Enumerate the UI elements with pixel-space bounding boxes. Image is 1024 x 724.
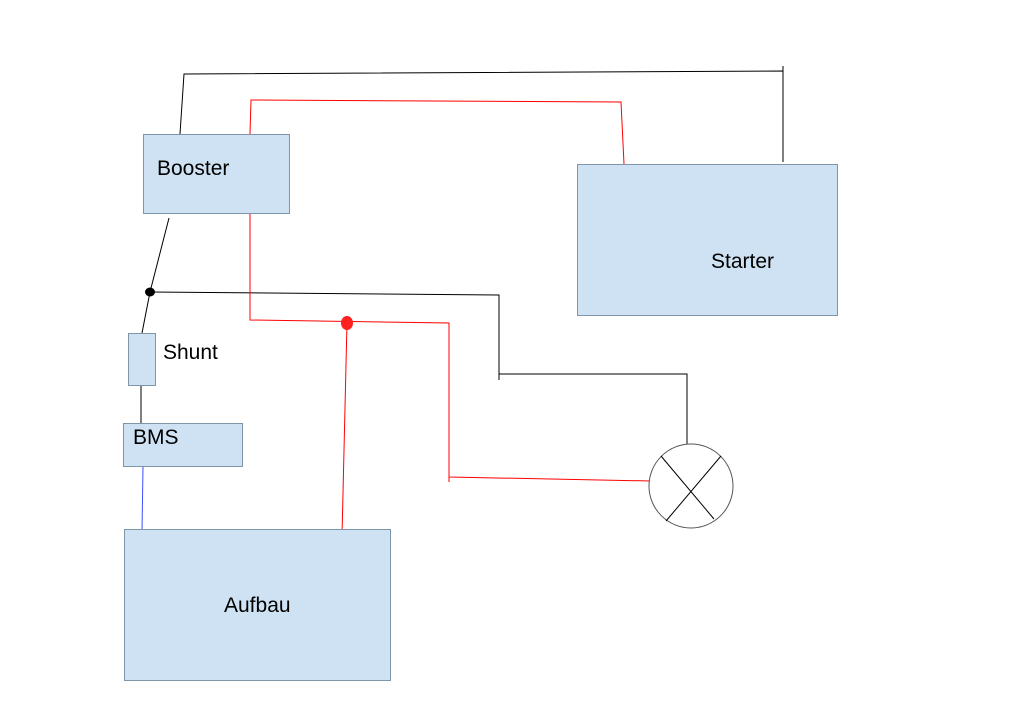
lamp-icon — [648, 443, 734, 529]
starter-box — [577, 164, 838, 316]
shunt-box — [128, 333, 156, 386]
negative-wire-booster-starter — [179, 70, 784, 162]
positive-wire-booster-starter — [249, 99, 625, 165]
bms-label: BMS — [133, 426, 179, 449]
positive-junction-dot — [341, 316, 353, 330]
aufbau-label: Aufbau — [224, 594, 291, 617]
booster-label: Booster — [157, 157, 230, 180]
positive-wire-booster-lamp — [249, 214, 652, 482]
aufbau-box — [124, 529, 391, 681]
bms-box — [123, 423, 243, 467]
negative-junction-dot — [145, 287, 155, 297]
booster-box — [143, 134, 290, 214]
starter-label: Starter — [711, 250, 775, 273]
negative-wire-booster-shunt — [141, 217, 170, 334]
wire-bms-aufbau — [141, 466, 144, 532]
positive-wire-junction-aufbau — [341, 321, 348, 537]
shunt-label: Shunt — [163, 341, 218, 364]
